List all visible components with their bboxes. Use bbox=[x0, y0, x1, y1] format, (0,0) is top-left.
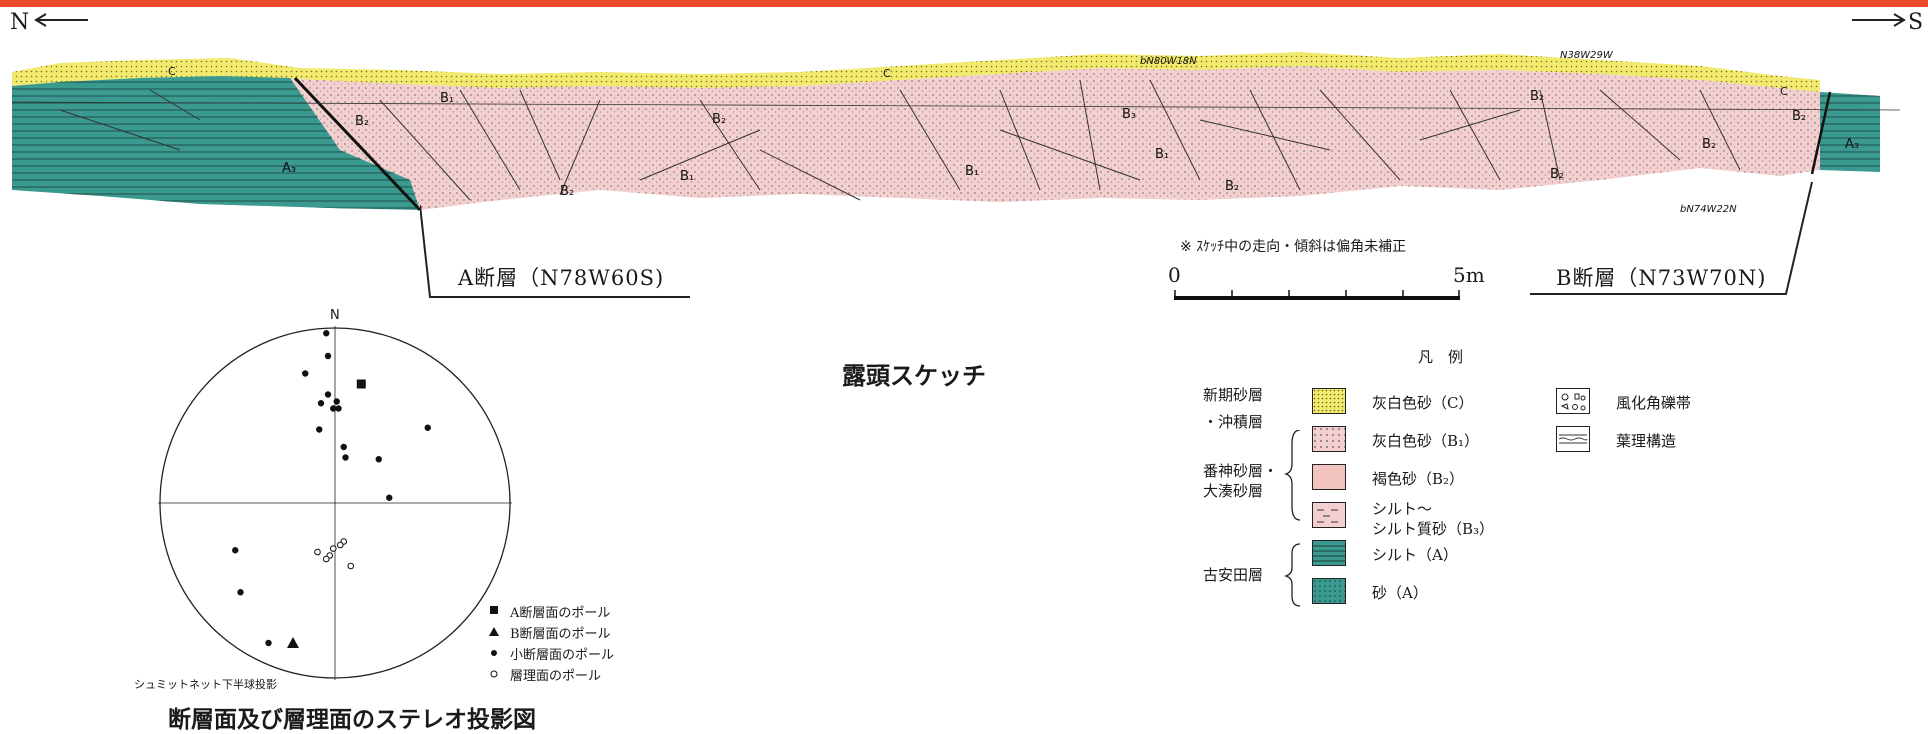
square-symbol-icon bbox=[490, 606, 498, 614]
small-fault-pole bbox=[324, 352, 332, 360]
unit-label-a3-right: A₃ bbox=[1845, 137, 1859, 152]
small-fault-pole bbox=[386, 494, 393, 501]
unit-label-b1-2: B₁ bbox=[680, 169, 694, 184]
outcrop-sketch: C C C B₁ B₂ B₂ B₂ B₁ B₁ B₃ B₁ B₂ B₂ B₂ B… bbox=[11, 50, 1901, 215]
scale-bar bbox=[1174, 290, 1460, 300]
unit-label-b2-8: B₂ bbox=[1792, 109, 1806, 124]
bedding-pole bbox=[322, 555, 330, 563]
small-fault-pole bbox=[424, 424, 431, 431]
small-fault-pole bbox=[335, 405, 342, 412]
stereonet-legend-bedding: 層理面のポール bbox=[510, 669, 602, 684]
unit-label-b1-3: B₁ bbox=[965, 164, 979, 179]
small-fault-pole bbox=[323, 330, 330, 337]
strike-dip-1: bN80W18N bbox=[1140, 56, 1197, 67]
unit-label-c-left: C bbox=[168, 65, 176, 78]
legend-braces bbox=[1284, 430, 1301, 607]
fault-b-label: B断層（N73W70N) bbox=[1556, 266, 1767, 290]
stereonet-plot bbox=[158, 326, 512, 680]
legend-label-b3-2: シルト質砂（B₃） bbox=[1372, 520, 1495, 538]
stereonet-legend-symbols bbox=[489, 606, 499, 678]
legend-label-b1: 灰白色砂（B₁） bbox=[1372, 432, 1480, 450]
unit-label-b1-1: B₁ bbox=[440, 91, 454, 106]
unit-label-b2-4: B₂ bbox=[1225, 179, 1239, 194]
small-fault-pole bbox=[330, 405, 337, 412]
unit-label-b2-5: B₂ bbox=[1530, 89, 1544, 104]
north-arrow-icon bbox=[34, 13, 88, 27]
small-fault-pole bbox=[342, 454, 349, 461]
legend-label-silt-a: シルト（A） bbox=[1372, 546, 1458, 564]
stereonet-legend-fault-b: B断層面のポール bbox=[510, 627, 611, 642]
strike-dip-3: bN74W22N bbox=[1680, 204, 1737, 215]
unit-label-b2-1: B₂ bbox=[712, 112, 726, 127]
legend-label-b3-1: シルト～ bbox=[1372, 500, 1433, 518]
legend-group-new-1: 新期砂層 bbox=[1203, 386, 1264, 404]
legend-label-sand-a: 砂（A） bbox=[1372, 584, 1428, 602]
small-fault-pole bbox=[317, 400, 325, 407]
legend-swatch-b3 bbox=[1312, 502, 1346, 528]
stereonet-title: 断層面及び層理面のステレオ投影図 bbox=[168, 707, 536, 733]
unit-label-c-mid: C bbox=[883, 67, 891, 80]
unit-label-b2-2: B₂ bbox=[355, 114, 369, 129]
north-label: N bbox=[10, 10, 30, 35]
legend-swatch-breccia bbox=[1556, 388, 1590, 414]
legend-swatch-lamination bbox=[1556, 426, 1590, 452]
fault-b-pole bbox=[287, 637, 299, 648]
legend-swatch-sand-a bbox=[1312, 578, 1346, 604]
top-accent-bar bbox=[0, 0, 1928, 7]
bedding-pole bbox=[314, 548, 321, 556]
legend-heading: 凡 例 bbox=[1418, 348, 1464, 366]
small-fault-pole bbox=[302, 370, 309, 377]
legend-label-c: 灰白色砂（C） bbox=[1372, 394, 1474, 412]
small-fault-pole bbox=[237, 589, 244, 596]
unit-label-b2-7: B₂ bbox=[1702, 137, 1716, 152]
unit-label-c-right: C bbox=[1780, 85, 1788, 98]
scale-zero: 0 bbox=[1168, 263, 1181, 287]
dot-symbol-icon bbox=[491, 650, 497, 656]
small-fault-pole bbox=[324, 391, 332, 398]
fault-a-pole bbox=[356, 379, 366, 389]
declination-note: ※ ｽｹｯﾁ中の走向・傾斜は偏角未補正 bbox=[1180, 239, 1407, 255]
sketch-title: 露頭スケッチ bbox=[842, 362, 986, 390]
stereonet-legend-small-fault: 小断層面のポール bbox=[510, 648, 615, 663]
fault-a-callout-line bbox=[420, 205, 690, 298]
legend-label-breccia: 風化角礫帯 bbox=[1616, 394, 1692, 412]
unit-label-b1-4: B₁ bbox=[1155, 147, 1169, 162]
legend-swatch-silt-a bbox=[1312, 540, 1346, 566]
unit-label-b3: B₃ bbox=[1122, 107, 1136, 122]
small-fault-pole bbox=[316, 426, 323, 433]
legend-group-banjin-1: 番神砂層・ bbox=[1203, 462, 1279, 480]
fault-a-label: A断層（N78W60S) bbox=[458, 266, 665, 290]
legend-group-koyasuda: 古安田層 bbox=[1203, 566, 1264, 584]
south-arrow-icon bbox=[1852, 13, 1906, 27]
small-fault-pole bbox=[265, 639, 272, 647]
strike-dip-2: N38W29W bbox=[1560, 50, 1614, 61]
legend-swatch-b1 bbox=[1312, 426, 1346, 452]
unit-label-a3-left: A₃ bbox=[282, 161, 296, 176]
unit-label-b2-6: B₂ bbox=[1550, 167, 1564, 182]
south-label: S bbox=[1908, 10, 1924, 35]
stereonet-north-label: N bbox=[330, 308, 340, 323]
triangle-symbol-icon bbox=[489, 627, 499, 636]
projection-note: シュミットネット下半球投影 bbox=[134, 678, 277, 691]
circle-symbol-icon bbox=[490, 670, 498, 678]
legend-label-lamination: 葉理構造 bbox=[1616, 432, 1677, 450]
unit-label-b2-3: B₂ bbox=[560, 184, 574, 199]
bedding-pole bbox=[336, 541, 344, 549]
small-fault-pole bbox=[340, 443, 347, 451]
stereonet-legend-fault-a: A断層面のポール bbox=[510, 606, 611, 621]
bedding-pole bbox=[347, 562, 355, 570]
legend-group-banjin-2: 大湊砂層 bbox=[1203, 482, 1264, 500]
bedding-pole bbox=[329, 545, 337, 552]
legend-label-b2: 褐色砂（B₂） bbox=[1372, 470, 1465, 488]
fault-b-callout-line bbox=[1530, 181, 1813, 295]
scale-end: 5m bbox=[1453, 263, 1485, 287]
legend-swatch-c bbox=[1312, 388, 1346, 414]
small-fault-pole bbox=[375, 456, 382, 463]
legend-group-new-2: ・沖積層 bbox=[1203, 413, 1264, 431]
legend-swatch-b2 bbox=[1312, 464, 1346, 490]
small-fault-pole bbox=[333, 398, 340, 405]
small-fault-pole bbox=[232, 547, 239, 554]
